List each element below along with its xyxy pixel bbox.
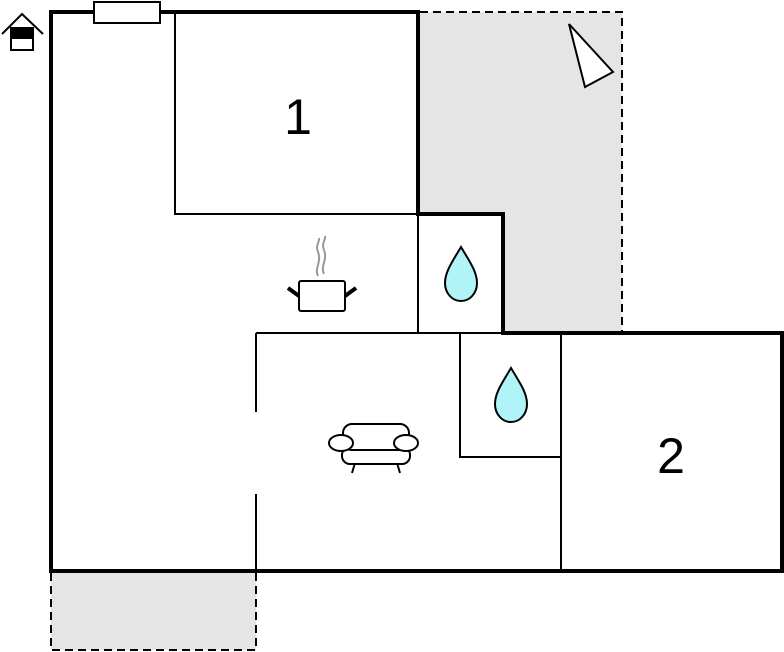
house-icon <box>1 12 44 51</box>
terrace-top-right <box>420 12 622 331</box>
terrace-bottom-left <box>51 573 256 650</box>
interior-walls <box>174 12 562 571</box>
water-drop-icon <box>493 366 529 424</box>
room-label-2: 2 <box>657 428 685 484</box>
water-drop-icon <box>443 245 479 303</box>
compass-icon <box>568 23 615 89</box>
outer-walls <box>49 10 784 573</box>
cooking-pot-icon <box>286 235 358 312</box>
window-icon <box>93 1 161 24</box>
sofa-icon <box>328 423 419 474</box>
terrace-dashed-outline <box>420 11 623 331</box>
room-label-1: 1 <box>284 89 312 145</box>
